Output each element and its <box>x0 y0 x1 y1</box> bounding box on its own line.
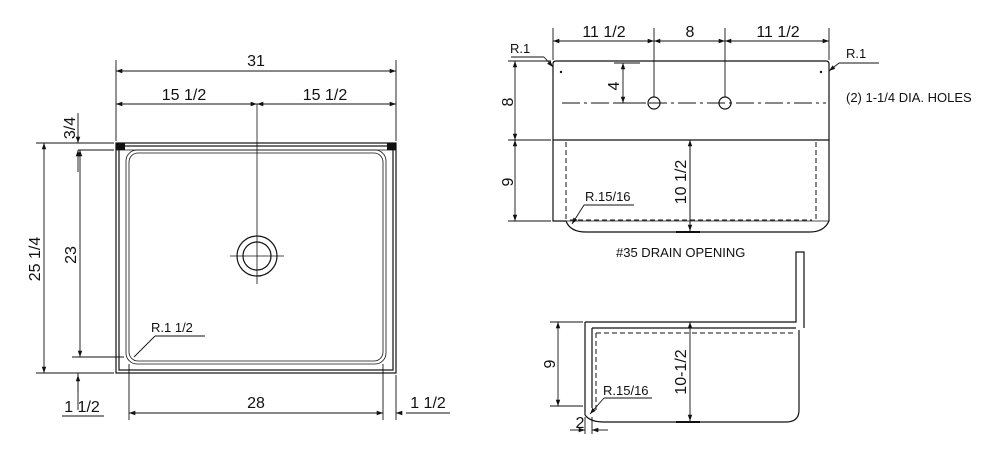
hole-right-label: 11 1/2 <box>756 24 799 41</box>
hole-left-label: 11 1/2 <box>582 24 625 41</box>
holes-note: (2) 1-1/4 DIA. HOLES <box>846 90 972 105</box>
half-width-right-label: 15 1/2 <box>303 87 348 104</box>
hole-spacing-label: 8 <box>686 24 695 41</box>
bottom-radius-label: R.15/16 <box>585 189 631 204</box>
side-view: 9 10-1/2 R.15/16 2 <box>542 251 805 434</box>
bowl-height-label: 9 <box>500 177 517 186</box>
side-offset-label: 2 <box>576 415 585 432</box>
flange-label: 3/4 <box>62 117 79 139</box>
hole-height-label: 4 <box>606 81 623 90</box>
bowl-depth-label: 23 <box>63 246 80 264</box>
total-depth-label: 10 1/2 <box>673 160 690 205</box>
top-view: 31 15 1/2 15 1/2 3/4 25 1/4 23 1 1/2 R.1… <box>27 53 450 420</box>
corner-radius-right-label: R.1 <box>846 46 866 61</box>
drain-top <box>230 104 284 284</box>
half-width-left-label: 15 1/2 <box>162 87 207 104</box>
bowl-width-label: 28 <box>247 395 265 412</box>
side-depth-label: 10-1/2 <box>673 349 690 394</box>
overall-depth-label: 25 1/4 <box>27 237 44 282</box>
backsplash-front <box>552 60 830 141</box>
side-height-label: 9 <box>542 359 559 368</box>
corner-radius-left-label: R.1 <box>510 41 530 56</box>
right-margin-label: 1 1/2 <box>410 395 446 412</box>
side-radius-label: R.15/16 <box>603 383 649 398</box>
bowl-front <box>552 140 830 233</box>
sink-outline-top <box>115 142 397 374</box>
sink-outline-side <box>584 251 805 423</box>
backsplash-label: 8 <box>500 97 517 106</box>
corner-radius-label: R.1 1/2 <box>151 320 193 335</box>
left-margin-label: 1 1/2 <box>64 399 100 416</box>
front-view: 11 1/2 8 11 1/2 R.1 R.1 (2) 1-1/4 DIA. H… <box>500 24 972 260</box>
drain-note: #35 DRAIN OPENING <box>616 245 745 260</box>
overall-width-label: 31 <box>247 53 265 70</box>
